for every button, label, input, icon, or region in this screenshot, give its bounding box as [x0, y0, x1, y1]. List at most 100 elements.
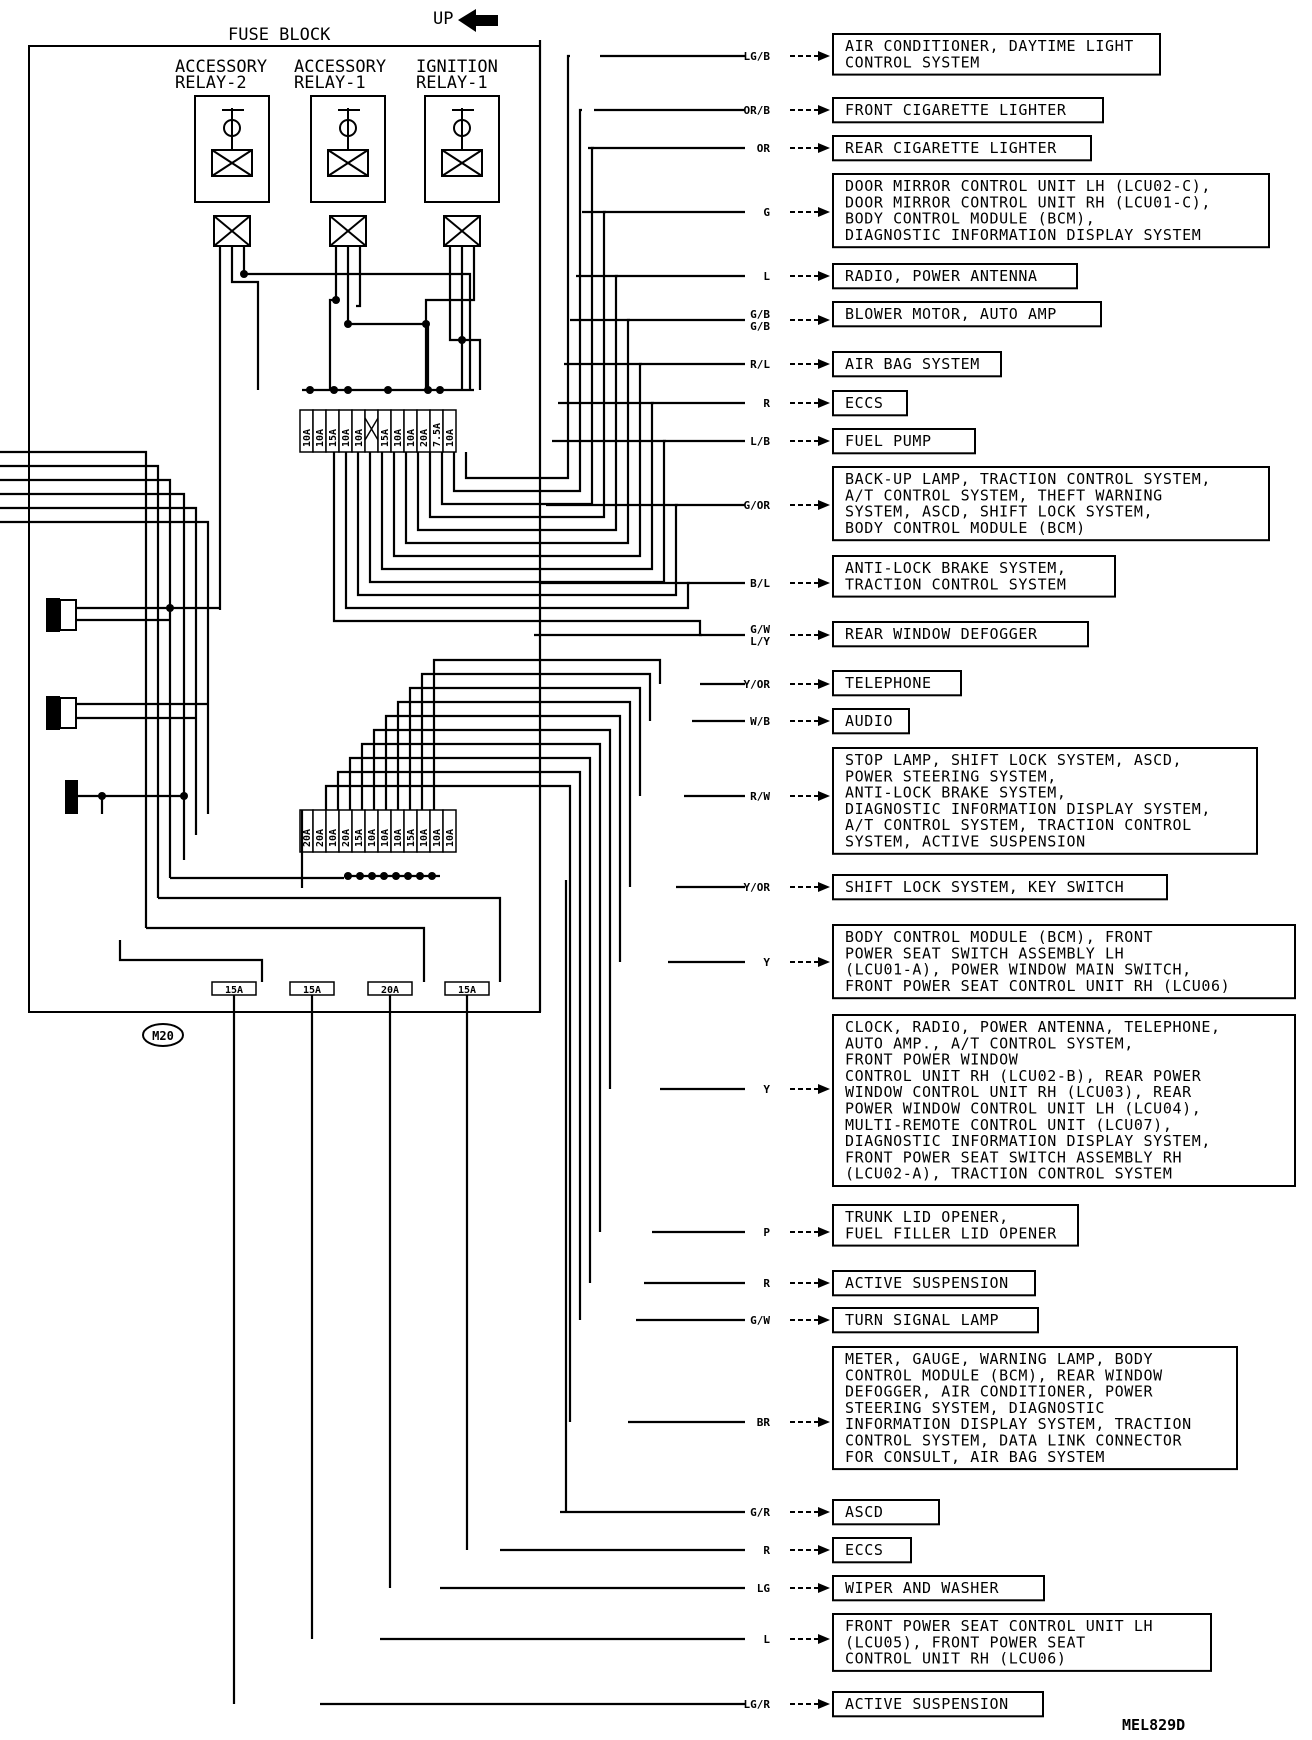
- wire-code: G/R: [750, 1506, 770, 1519]
- svg-text:15A: 15A: [458, 985, 476, 996]
- lower-fuse-8: 10A: [390, 809, 405, 853]
- svg-text:M20: M20: [152, 1029, 174, 1043]
- destination-box: [832, 135, 1092, 162]
- destination-box: [832, 301, 1102, 328]
- relay-socket-accessory-1: [329, 215, 367, 247]
- destination-box: [832, 1270, 1036, 1297]
- circuit-routing-wires: [232, 40, 702, 1704]
- circuit-22: BR METER, GAUGE, WARNING LAMP, BODYCONTRO…: [628, 1346, 1238, 1471]
- wire-code: BR: [757, 1416, 771, 1429]
- destination-text: CONTROL MODULE (BCM), REAR WINDOW: [845, 1366, 1163, 1384]
- upper-fuse-5: 10A: [351, 409, 366, 453]
- arrow-right-icon: [818, 679, 830, 689]
- svg-text:7.5A: 7.5A: [432, 423, 443, 447]
- destination-box: [832, 708, 910, 735]
- destination-text: TRACTION CONTROL SYSTEM: [845, 575, 1067, 593]
- svg-text:10A: 10A: [432, 829, 443, 847]
- arrow-right-icon: [818, 1084, 830, 1094]
- arrow-right-icon: [818, 315, 830, 325]
- upper-fuse-11: 7.5A: [429, 409, 444, 453]
- wire-code: G/W: [750, 623, 770, 636]
- wire-code: G/B: [750, 320, 770, 333]
- upper-fuse-6: [364, 409, 379, 453]
- destination-text: RADIO, POWER ANTENNA: [845, 267, 1038, 285]
- arrow-right-icon: [818, 1699, 830, 1709]
- destination-text: FRONT POWER SEAT CONTROL UNIT RH (LCU06): [845, 977, 1230, 995]
- svg-text:10A: 10A: [354, 429, 365, 447]
- connector-symbol-1: [46, 598, 220, 632]
- arrow-right-icon: [818, 436, 830, 446]
- relay-label-ignition-1: IGNITION RELAY-1: [416, 57, 498, 93]
- svg-text:15A: 15A: [328, 429, 339, 447]
- destination-text: POWER STEERING SYSTEM,: [845, 767, 1057, 785]
- arrow-right-icon: [818, 1545, 830, 1555]
- lower-fuse-9: 15A: [403, 809, 418, 853]
- destination-text: CLOCK, RADIO, POWER ANTENNA, TELEPHONE,: [845, 1018, 1221, 1036]
- destination-text: INFORMATION DISPLAY SYSTEM, TRACTION: [845, 1415, 1192, 1433]
- connector-symbol-3: [65, 780, 184, 814]
- arrow-right-icon: [818, 51, 830, 61]
- destination-text: BODY CONTROL MODULE (BCM),: [845, 210, 1095, 228]
- destination-box: [832, 1014, 1296, 1187]
- destination-box: [832, 390, 908, 417]
- destination-text: A/T CONTROL SYSTEM, THEFT WARNING: [845, 486, 1163, 504]
- destination-text: MULTI-REMOTE CONTROL UNIT (LCU07),: [845, 1116, 1172, 1134]
- svg-text:10A: 10A: [445, 429, 456, 447]
- wire-code: L/Y: [750, 635, 770, 648]
- destination-text: SYSTEM, ACTIVE SUSPENSION: [845, 833, 1086, 851]
- fuse-block-title: FUSE BLOCK: [228, 25, 331, 45]
- destination-text: TELEPHONE: [845, 674, 932, 692]
- destination-text: DIAGNOSTIC INFORMATION DISPLAY SYSTEM,: [845, 1132, 1211, 1150]
- relay-symbol-accessory-1: [310, 95, 386, 203]
- arrow-right-icon: [818, 716, 830, 726]
- relay-socket-accessory-2: [213, 215, 251, 247]
- destination-text: ECCS: [845, 394, 884, 412]
- destination-text: (LCU01-A), POWER WINDOW MAIN SWITCH,: [845, 961, 1192, 979]
- svg-text:15A: 15A: [354, 829, 365, 847]
- destination-text: CONTROL SYSTEM: [845, 53, 980, 71]
- arrow-right-icon: [818, 957, 830, 967]
- destination-text: STEERING SYSTEM, DIAGNOSTIC: [845, 1399, 1105, 1417]
- destination-box: [832, 1204, 1079, 1247]
- wire-code: LG/R: [744, 1698, 771, 1711]
- wire-code: G: [763, 206, 770, 219]
- lower-fuse-10: 10A: [416, 809, 431, 853]
- destination-box: [832, 621, 1089, 648]
- destination-text: FOR CONSULT, AIR BAG SYSTEM: [845, 1448, 1105, 1466]
- destination-text: (LCU05), FRONT POWER SEAT: [845, 1633, 1086, 1651]
- lower-fuse-3: 10A: [325, 809, 340, 853]
- destination-text: ANTI-LOCK BRAKE SYSTEM,: [845, 559, 1067, 577]
- wire-code: Y/OR: [744, 881, 771, 894]
- destination-text: (LCU02-A), TRACTION CONTROL SYSTEM: [845, 1165, 1172, 1183]
- upper-fuse-9: 10A: [403, 409, 418, 453]
- wire-code: L: [763, 270, 770, 283]
- wire-code: R: [763, 1277, 770, 1290]
- destination-text: DOOR MIRROR CONTROL UNIT RH (LCU01-C),: [845, 193, 1211, 211]
- destination-text: ANTI-LOCK BRAKE SYSTEM,: [845, 784, 1067, 802]
- destination-text: BODY CONTROL MODULE (BCM): [845, 519, 1086, 537]
- lower-fuse-6: 10A: [364, 809, 379, 853]
- lower-fuse-11: 10A: [429, 809, 444, 853]
- arrow-right-icon: [818, 1278, 830, 1288]
- arrow-right-icon: [818, 882, 830, 892]
- destination-text: AIR CONDITIONER, DAYTIME LIGHT: [845, 37, 1134, 55]
- destination-text: METER, GAUGE, WARNING LAMP, BODY: [845, 1350, 1153, 1368]
- destination-box: [832, 1499, 940, 1526]
- upper-fuse-10: 20A: [416, 409, 431, 453]
- wire-code: W/B: [750, 715, 770, 728]
- upper-fuse-3: 15A: [325, 409, 340, 453]
